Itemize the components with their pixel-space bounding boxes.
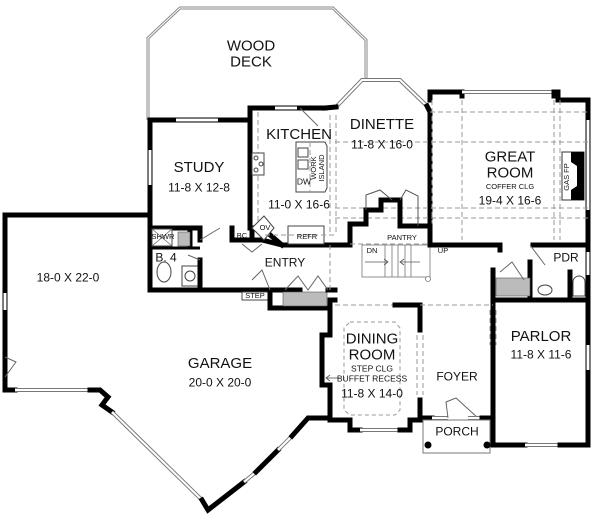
powder-room-name: PDR bbox=[553, 250, 579, 265]
pantry-label: PANTRY bbox=[387, 233, 417, 243]
oven-label: OV bbox=[259, 223, 271, 233]
great-room-label: GREAT ROOM bbox=[485, 149, 536, 181]
dining-room-label: DINING ROOM bbox=[346, 331, 399, 363]
dining-note-step: STEP CLG bbox=[351, 363, 393, 374]
bath-4-name: B. 4 bbox=[155, 250, 177, 265]
gas-fireplace-label: GAS FP bbox=[562, 163, 572, 191]
cooktop bbox=[251, 152, 265, 176]
study-name: STUDY bbox=[173, 159, 225, 177]
wood-deck-name-1: WOOD bbox=[226, 37, 276, 55]
kitchen-size: 11-0 X 16-6 bbox=[268, 197, 330, 212]
parlor-size: 11-8 X 11-6 bbox=[510, 347, 572, 362]
dining-name-2: ROOM bbox=[348, 346, 396, 363]
dinette-size: 11-8 X 16-0 bbox=[351, 137, 413, 152]
refrigerator-label: REFR bbox=[296, 232, 318, 242]
kitchen-name: KITCHEN bbox=[266, 126, 332, 144]
step-label: STEP bbox=[245, 291, 265, 301]
bc-label: BC bbox=[236, 231, 248, 241]
staircase bbox=[361, 244, 431, 282]
garage-name: GARAGE bbox=[187, 355, 253, 373]
great-room-name-1: GREAT bbox=[484, 148, 536, 166]
parlor-name: PARLOR bbox=[510, 328, 572, 346]
great-room-name-2: ROOM bbox=[486, 164, 534, 181]
great-room-note: COFFER CLG bbox=[485, 182, 535, 192]
wood-deck-outline bbox=[146, 6, 368, 120]
garage-left-size: 18-0 X 22-0 bbox=[36, 270, 100, 285]
foyer-name: FOYER bbox=[436, 369, 478, 384]
wood-deck-label: WOOD DECK bbox=[227, 38, 275, 70]
dishwasher-label: DW bbox=[296, 176, 312, 187]
garage-walls bbox=[2, 212, 333, 514]
great-room-size: 19-4 X 16-6 bbox=[478, 193, 542, 208]
garage-size: 20-0 X 20-0 bbox=[188, 375, 252, 390]
fireplace bbox=[561, 151, 585, 201]
work-island-label: WORK ISLAND bbox=[309, 154, 326, 182]
dining-note-buffet: BUFFET RECESS bbox=[336, 373, 408, 384]
stairs-up-label: UP bbox=[437, 246, 449, 256]
work-island bbox=[295, 141, 328, 193]
shower bbox=[151, 228, 173, 247]
closet-hatch bbox=[177, 231, 191, 247]
study-size: 11-8 X 12-8 bbox=[168, 180, 230, 195]
island-label-2: ISLAND bbox=[317, 154, 326, 182]
dining-size: 11-8 X 14-0 bbox=[341, 386, 403, 401]
stairs-down-label: DN bbox=[366, 246, 378, 256]
wood-deck-name-2: DECK bbox=[230, 53, 272, 70]
porch-name: PORCH bbox=[435, 424, 479, 439]
entry-name: ENTRY bbox=[264, 255, 306, 270]
dining-name-1: DINING bbox=[345, 330, 399, 348]
porch bbox=[422, 419, 491, 454]
dinette-name: DINETTE bbox=[349, 116, 415, 134]
shower-label: SHWR bbox=[151, 232, 175, 242]
